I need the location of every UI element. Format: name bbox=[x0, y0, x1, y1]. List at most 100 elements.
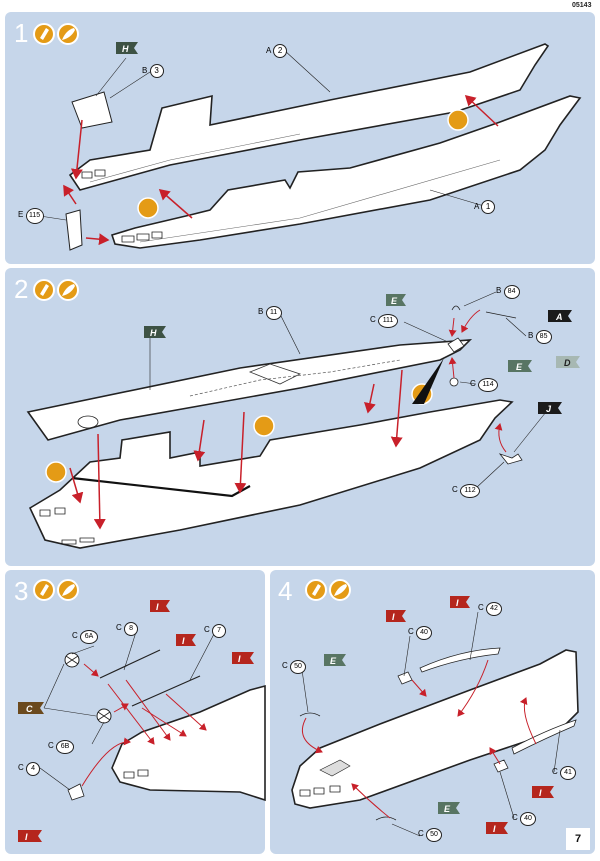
page-number: 7 bbox=[566, 828, 590, 850]
glue-icon bbox=[33, 23, 55, 45]
svg-text:E: E bbox=[516, 362, 523, 372]
svg-text:I: I bbox=[238, 654, 241, 664]
color-flag-i: I bbox=[450, 596, 470, 608]
part-label: C 50 bbox=[282, 660, 307, 674]
part-label: C 8 bbox=[116, 622, 139, 636]
part-c40 bbox=[493, 759, 509, 773]
glue-icon bbox=[33, 279, 55, 301]
paint-brush-icon bbox=[57, 23, 79, 45]
part-label: C 7 bbox=[204, 624, 227, 638]
color-flag-e: E bbox=[508, 360, 532, 372]
svg-text:I: I bbox=[25, 832, 28, 842]
part-label: C 40 bbox=[408, 626, 433, 640]
color-flag-e: E bbox=[386, 294, 406, 306]
part-label: C 6A bbox=[72, 630, 99, 644]
part-label: B 3 bbox=[142, 64, 164, 78]
part-b85 bbox=[485, 311, 517, 319]
part-c50 bbox=[299, 712, 321, 717]
part-label: B 84 bbox=[496, 285, 520, 299]
part-c111 bbox=[447, 337, 465, 353]
part-e115 bbox=[65, 209, 83, 251]
hull-bow bbox=[111, 684, 266, 802]
part-label: A 1 bbox=[474, 200, 496, 214]
color-flag-j: J bbox=[538, 402, 562, 414]
glue-icon bbox=[305, 579, 327, 601]
part-label: C 114 bbox=[470, 378, 499, 392]
part-label: C 6B bbox=[48, 740, 75, 754]
part-label: C 41 bbox=[552, 766, 577, 780]
part-b84 bbox=[451, 305, 461, 311]
svg-text:A: A bbox=[555, 312, 563, 322]
svg-text:E: E bbox=[391, 296, 398, 306]
part-label: B 85 bbox=[528, 330, 552, 344]
svg-text:I: I bbox=[493, 824, 496, 834]
color-flag-c: C bbox=[18, 702, 44, 714]
color-flag-i: I bbox=[18, 830, 42, 842]
part-c112 bbox=[498, 453, 523, 465]
color-flag-a: A bbox=[548, 310, 572, 322]
glue-icon bbox=[253, 415, 275, 437]
svg-text:E: E bbox=[330, 656, 337, 666]
glue-icon bbox=[33, 579, 55, 601]
svg-text:H: H bbox=[122, 44, 129, 54]
propeller-c6a bbox=[64, 652, 80, 668]
svg-text:D: D bbox=[564, 358, 571, 368]
step-2-number: 2 bbox=[14, 274, 29, 304]
part-label: E 115 bbox=[18, 208, 44, 224]
part-label: C 111 bbox=[370, 314, 399, 328]
svg-text:I: I bbox=[156, 602, 159, 612]
color-flag-d: D bbox=[556, 356, 580, 368]
step-3-number: 3 bbox=[14, 576, 29, 606]
propeller-c6b bbox=[96, 708, 112, 724]
color-flag-e: E bbox=[438, 802, 460, 814]
step-1-number: 1 bbox=[14, 18, 29, 48]
paint-brush-icon bbox=[57, 579, 79, 601]
hull-assembly bbox=[291, 649, 579, 809]
part-b3 bbox=[71, 91, 113, 129]
color-flag-e: E bbox=[324, 654, 346, 666]
color-flag-h: H bbox=[116, 42, 138, 54]
svg-text:J: J bbox=[546, 404, 552, 414]
part-label: C 112 bbox=[452, 484, 481, 498]
part-label: C 4 bbox=[18, 762, 41, 776]
rail-c41 bbox=[511, 719, 577, 755]
part-label: A 2 bbox=[266, 44, 288, 58]
color-flag-i: I bbox=[532, 786, 554, 798]
part-c50 bbox=[375, 816, 397, 821]
svg-text:H: H bbox=[150, 328, 157, 338]
hull-half-a2 bbox=[68, 43, 550, 191]
deck-part-b11 bbox=[26, 339, 473, 441]
part-label: C 40 bbox=[512, 812, 537, 826]
svg-text:E: E bbox=[444, 804, 451, 814]
part-c4 bbox=[67, 783, 85, 801]
shaft-c7 bbox=[131, 675, 201, 707]
paint-brush-icon bbox=[57, 279, 79, 301]
detail-pointer bbox=[412, 358, 444, 404]
part-label: C 42 bbox=[478, 602, 503, 616]
step-4-number: 4 bbox=[278, 576, 293, 606]
color-flag-i: I bbox=[232, 652, 254, 664]
svg-text:I: I bbox=[182, 636, 185, 646]
color-flag-h: H bbox=[144, 326, 166, 338]
document-code: 05143 bbox=[572, 2, 592, 9]
svg-text:C: C bbox=[26, 704, 33, 714]
rail-c42 bbox=[419, 647, 501, 673]
part-label: C 50 bbox=[418, 828, 443, 842]
hull-half-a1 bbox=[110, 95, 582, 249]
svg-text:I: I bbox=[392, 612, 395, 622]
color-flag-i: I bbox=[486, 822, 508, 834]
glue-icon bbox=[137, 197, 159, 219]
glue-icon bbox=[447, 109, 469, 131]
glue-icon bbox=[45, 461, 67, 483]
part-label: B 11 bbox=[258, 306, 282, 320]
part-c40 bbox=[397, 671, 413, 685]
color-flag-i: I bbox=[386, 610, 406, 622]
shaft-c8 bbox=[99, 649, 161, 679]
color-flag-i: I bbox=[176, 634, 196, 646]
svg-text:I: I bbox=[456, 598, 459, 608]
color-flag-i: I bbox=[150, 600, 170, 612]
